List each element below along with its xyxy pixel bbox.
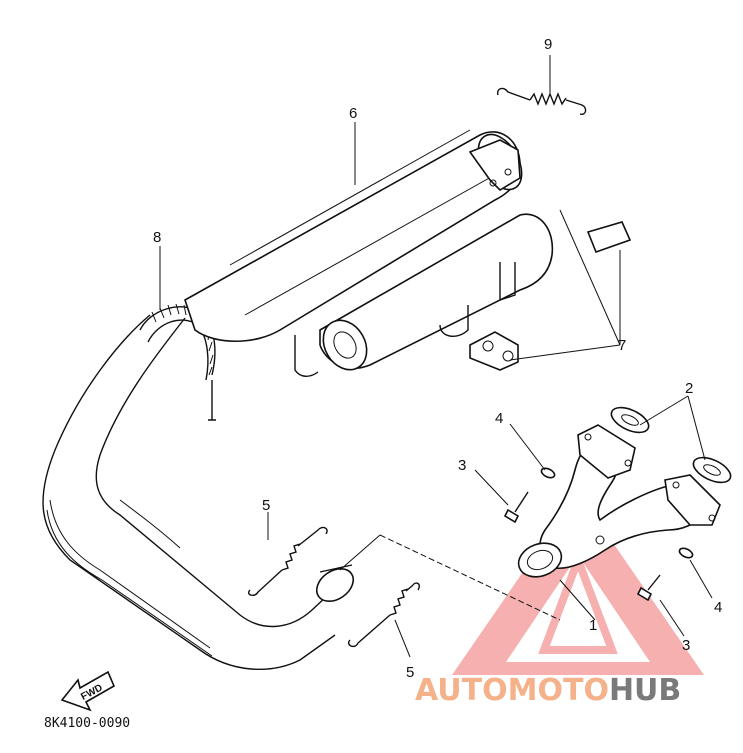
callout-6: 6 <box>349 105 357 122</box>
callout-5-lower: 5 <box>406 664 414 681</box>
callout-4-lower: 4 <box>714 599 722 616</box>
leader-lines <box>159 55 713 658</box>
reference-code: 8K4100-0090 <box>44 716 130 731</box>
svg-text:AUTOMOTOHUB: AUTOMOTOHUB <box>415 673 681 708</box>
fwd-arrow: FWD <box>60 670 116 712</box>
muffler <box>184 129 554 377</box>
callout-3-lower: 3 <box>682 637 690 654</box>
gasket-upper <box>610 406 650 434</box>
spring-5-upper <box>248 526 328 597</box>
callout-7: 7 <box>618 337 626 354</box>
exhaust-pipe <box>42 314 355 670</box>
spring-5-lower <box>348 582 421 648</box>
callout-4-upper: 4 <box>495 410 503 427</box>
callout-9: 9 <box>544 36 552 53</box>
callout-labels: 9 6 8 7 2 4 3 5 4 1 3 5 <box>153 36 722 681</box>
washer-left <box>540 467 556 479</box>
spring-9 <box>496 87 587 116</box>
callout-5-upper: 5 <box>262 497 270 514</box>
callout-8: 8 <box>153 229 161 246</box>
callout-1: 1 <box>589 617 597 634</box>
watermark-text-hub: HUB <box>609 673 681 708</box>
watermark-text-automoto: AUTOMOTO <box>415 673 609 708</box>
watermark-logo: AUTOMOTOHUB <box>415 673 681 708</box>
callout-3-upper: 3 <box>458 457 466 474</box>
damper-pad <box>586 221 632 254</box>
washer-right <box>678 547 694 559</box>
watermark-triangle <box>452 492 704 675</box>
bolt-left <box>503 491 529 524</box>
exhaust-header <box>517 424 721 578</box>
bolt-right <box>636 574 661 602</box>
callout-2: 2 <box>685 380 693 397</box>
gasket-right <box>692 456 732 484</box>
